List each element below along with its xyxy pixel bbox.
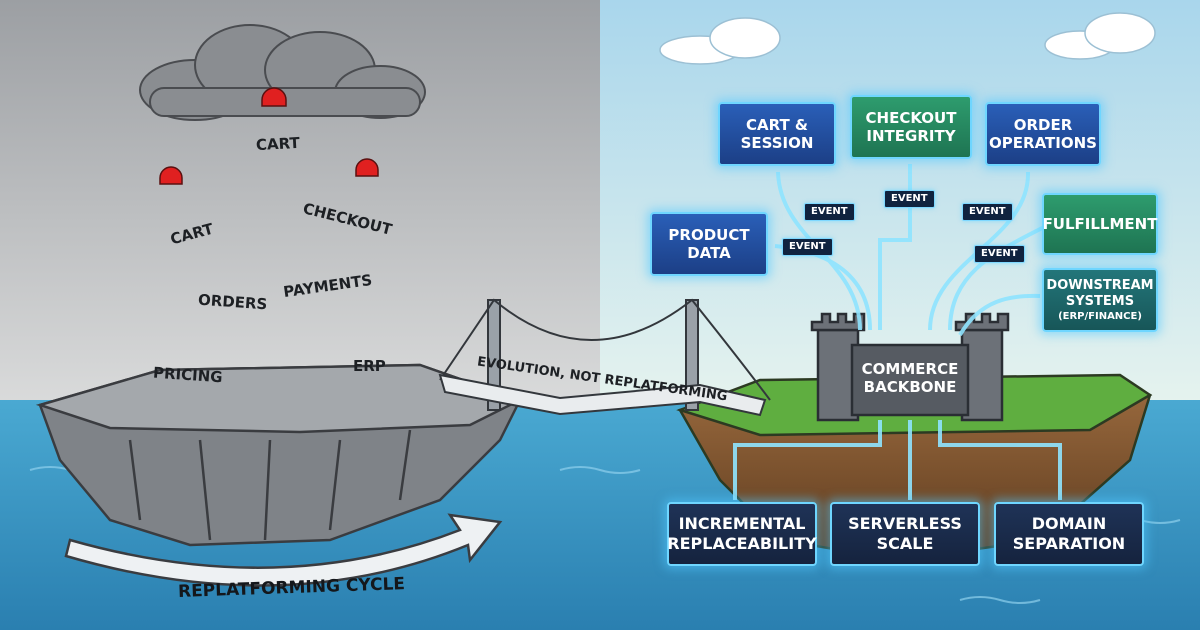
serverless-scale-box: SERVERLESS SCALE	[830, 502, 980, 566]
order-operations-box: ORDER OPERATIONS	[985, 102, 1101, 166]
event-tag-checkout: EVENT	[884, 190, 935, 208]
fulfillment-label: FULFILLMENT	[1042, 215, 1158, 233]
event-tag-fulfillment: EVENT	[974, 245, 1025, 263]
event-tag-order: EVENT	[962, 203, 1013, 221]
domain-separation-box: DOMAIN SEPARATION	[994, 502, 1144, 566]
castle-label-line-1: COMMERCE	[861, 360, 959, 378]
rocky-island	[35, 363, 524, 547]
checkout-integrity-box: CHECKOUT INTEGRITY	[850, 95, 972, 159]
alarm-lights	[159, 87, 379, 185]
event-tag-product: EVENT	[782, 238, 833, 256]
checkout-integrity-line-2: INTEGRITY	[866, 127, 956, 145]
block-label-cart: CART	[255, 133, 301, 155]
suspension-bridge	[438, 298, 771, 417]
serverless-line-2: SCALE	[876, 534, 934, 553]
incremental-replaceability-box: INCREMENTAL REPLACEABILITY	[667, 502, 817, 566]
downstream-line-1: DOWNSTREAM	[1046, 277, 1154, 293]
cycle-arrow	[64, 513, 503, 587]
product-data-box: PRODUCT DATA	[650, 212, 768, 276]
order-operations-line-1: ORDER	[1013, 116, 1073, 134]
castle-label-line-2: BACKBONE	[863, 378, 957, 396]
cart-session-box: CART & SESSION	[718, 102, 836, 166]
event-tag-cart: EVENT	[804, 203, 855, 221]
downstream-line-2: SYSTEMS	[1065, 293, 1135, 309]
product-data-line-1: PRODUCT	[668, 226, 750, 244]
incremental-line-1: INCREMENTAL	[678, 514, 806, 533]
downstream-systems-box: DOWNSTREAM SYSTEMS (ERP/FINANCE)	[1042, 268, 1158, 332]
fulfillment-box: FULFILLMENT	[1042, 193, 1158, 255]
product-data-line-2: DATA	[687, 244, 731, 262]
domain-line-2: SEPARATION	[1012, 534, 1126, 553]
domain-line-1: DOMAIN	[1031, 514, 1107, 533]
castle	[810, 312, 1010, 422]
block-label-erp: ERP	[353, 357, 386, 375]
white-clouds	[659, 12, 1156, 65]
incremental-line-2: REPLACEABILITY	[667, 534, 817, 553]
order-operations-line-2: OPERATIONS	[989, 134, 1097, 152]
checkout-integrity-line-1: CHECKOUT	[865, 109, 957, 127]
cart-session-line-1: CART &	[745, 116, 809, 134]
downstream-line-3: (ERP/FINANCE)	[1058, 310, 1142, 322]
commerce-backbone-label: COMMERCE BACKBONE	[852, 360, 968, 396]
serverless-line-1: SERVERLESS	[848, 514, 962, 533]
cart-session-line-2: SESSION	[740, 134, 814, 152]
